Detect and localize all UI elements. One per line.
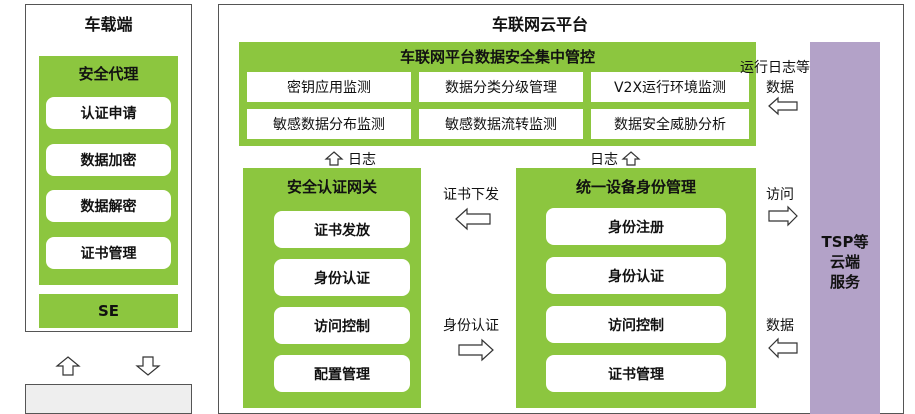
log-left-label: 日志 [348, 152, 376, 168]
sensitive-flow-cell: 敏感数据流转监测 [419, 109, 583, 139]
id-access-control-item: 访问控制 [546, 306, 726, 343]
cert-issue-label: 证书下发 [443, 187, 499, 203]
arrow-right-auth-icon [458, 338, 494, 362]
v2x-monitor-cell: V2X运行环境监测 [591, 72, 749, 102]
tsp-column [810, 42, 880, 414]
gw-access-control-item: 访问控制 [274, 307, 410, 344]
log-right-label: 日志 [590, 152, 618, 168]
gw-config-manage-item: 配置管理 [274, 355, 410, 392]
se-label: SE [97, 302, 120, 320]
vehicle-title: 车载端 [84, 15, 133, 34]
gw-cert-issue-item: 证书发放 [274, 211, 410, 248]
arrow-down-icon [135, 356, 161, 376]
access-label: 访问 [766, 187, 794, 203]
key-monitor-cell: 密钥应用监测 [247, 72, 411, 102]
security-agent-title: 安全代理 [78, 65, 139, 83]
control-title: 车联网平台数据安全集中管控 [399, 48, 595, 66]
platform-title: 车联网云平台 [491, 15, 588, 34]
data-decrypt-item: 数据解密 [46, 190, 171, 222]
sensitive-dist-cell: 敏感数据分布监测 [247, 109, 411, 139]
log-up-arrow-left-icon [324, 151, 344, 166]
arrow-left-log-icon [768, 96, 798, 116]
identity-title: 统一设备身份管理 [575, 178, 696, 196]
se-block [39, 294, 178, 328]
ops-log-line1: 运行日志等 [740, 60, 810, 76]
log-up-arrow-right-icon [621, 151, 641, 166]
id-cert-manage-item: 证书管理 [546, 355, 726, 392]
gateway-title: 安全认证网关 [286, 178, 377, 196]
bottom-box [25, 384, 192, 414]
arrow-up-icon [55, 356, 81, 376]
auth-request-item: 认证申请 [46, 97, 171, 129]
cert-manage-item: 证书管理 [46, 237, 171, 269]
arrow-left-cert-icon [455, 207, 491, 231]
tsp-label: TSP等 云端 服务 [821, 233, 869, 291]
data-classify-cell: 数据分类分级管理 [419, 72, 583, 102]
ops-log-line2: 数据 [766, 80, 794, 96]
threat-analysis-cell: 数据安全威胁分析 [591, 109, 749, 139]
id-register-item: 身份注册 [546, 208, 726, 245]
arrow-right-access-icon [768, 205, 798, 227]
arrow-left-data-icon [768, 337, 798, 359]
gw-id-auth-item: 身份认证 [274, 259, 410, 296]
id-auth-label: 身份认证 [443, 318, 499, 334]
id-auth-item: 身份认证 [546, 257, 726, 294]
data-encrypt-item: 数据加密 [46, 144, 171, 176]
data-label: 数据 [766, 318, 794, 334]
